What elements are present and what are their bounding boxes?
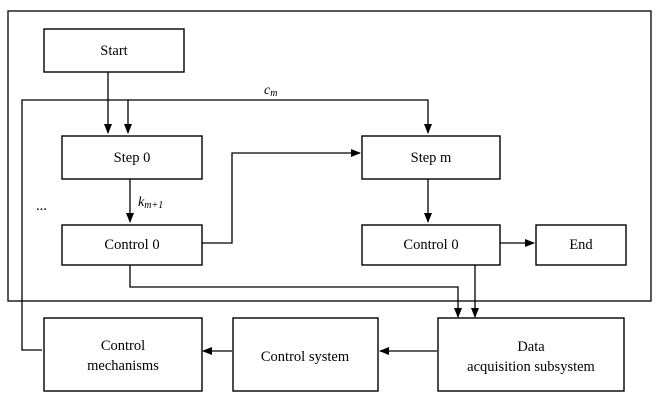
edge-feedback-to-step0 [21,99,132,351]
node-data-acquisition-label-line1: Data [517,339,545,355]
annotation-ellipsis: ... [36,198,47,214]
annotation-k-base: k [138,195,145,210]
node-control-mechanisms-label-line1: Control [101,338,145,354]
node-control-mechanisms: Control mechanisms [43,317,203,392]
node-stepm-label: Step m [411,150,452,166]
edge-control0-to-stepm [202,149,361,244]
system-boundary-frame [7,10,652,302]
annotation-k-sub: m+1 [144,200,163,211]
node-end-label: End [569,237,593,253]
node-control-mechanisms-label-line2: mechanisms [87,358,159,374]
annotation-k-m1: km+1 [138,195,163,211]
node-start: Start [43,28,185,73]
node-control-system: Control system [232,317,379,392]
node-start-label: Start [100,43,127,59]
edges [21,72,535,355]
annotation-c-m-base: c [264,83,271,98]
edge-feedback-to-stepm [128,99,432,134]
annotation-c-m-sub: m [270,88,277,99]
edge-control0-left-to-data [129,264,462,318]
node-step0: Step 0 [61,135,203,180]
node-end: End [535,224,627,266]
node-control0-right-label: Control 0 [403,237,458,253]
node-stepm: Step m [361,135,501,180]
node-control0-left-label: Control 0 [104,237,159,253]
annotation-c-m: cm [264,83,277,99]
node-step0-label: Step 0 [114,150,151,166]
node-data-acquisition-label-line2: acquisition subsystem [467,359,595,375]
node-data-acquisition: Data acquisition subsystem [437,317,625,392]
node-control-system-label: Control system [261,349,350,365]
node-control0-left: Control 0 [61,224,203,266]
node-control0-right: Control 0 [361,224,501,266]
